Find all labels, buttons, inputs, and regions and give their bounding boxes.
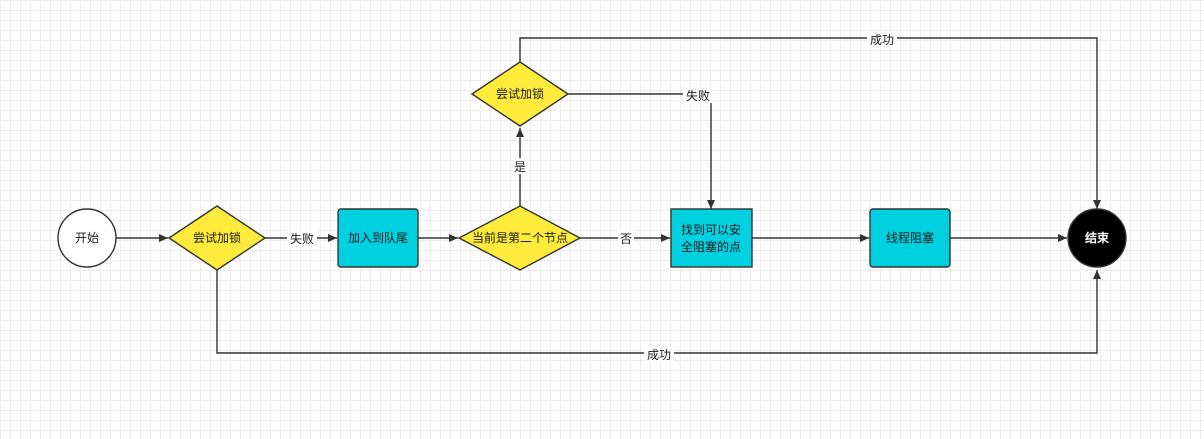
edge-trylock2-fail-to-findsafe bbox=[568, 93, 715, 209]
node-enqueue-label: 加入到队尾 bbox=[348, 230, 408, 245]
edge-trylock1-success-to-end bbox=[216, 270, 1101, 354]
node-start-label: 开始 bbox=[75, 231, 99, 245]
node-is-second: 当前是第二个节点 bbox=[457, 205, 582, 271]
edge-label-fail-2: 失败 bbox=[686, 88, 710, 103]
node-enqueue: 加入到队尾 bbox=[337, 208, 419, 268]
edge-labels: 失败 是 否 失败 成功 成功 bbox=[287, 31, 897, 362]
edge-label-success-bottom: 成功 bbox=[647, 348, 671, 362]
node-start: 开始 bbox=[57, 208, 117, 268]
node-find-safe-point-label-line1: 找到可以安 bbox=[681, 222, 741, 237]
node-try-lock-1: 尝试加锁 bbox=[167, 205, 267, 271]
node-end-label: 结束 bbox=[1085, 230, 1110, 245]
node-is-second-label: 当前是第二个节点 bbox=[472, 230, 568, 245]
edge-label-success-top: 成功 bbox=[870, 33, 894, 47]
node-find-safe-point-label-line2: 全阻塞的点 bbox=[681, 239, 741, 254]
edges bbox=[116, 37, 1101, 354]
edge-label-yes: 是 bbox=[514, 160, 526, 174]
node-end: 结束 bbox=[1067, 208, 1127, 268]
edge-trylock2-success-to-end bbox=[519, 37, 1101, 209]
node-try-lock-1-label: 尝试加锁 bbox=[193, 230, 241, 245]
node-try-lock-2: 尝试加锁 bbox=[470, 61, 570, 127]
edge-label-fail-1: 失败 bbox=[290, 231, 314, 246]
node-park: 线程阻塞 bbox=[869, 208, 951, 268]
edge-label-no: 否 bbox=[620, 232, 632, 246]
node-find-safe-point: 找到可以安 全阻塞的点 bbox=[670, 208, 753, 268]
node-try-lock-2-label: 尝试加锁 bbox=[496, 86, 544, 101]
node-park-label: 线程阻塞 bbox=[886, 230, 934, 245]
